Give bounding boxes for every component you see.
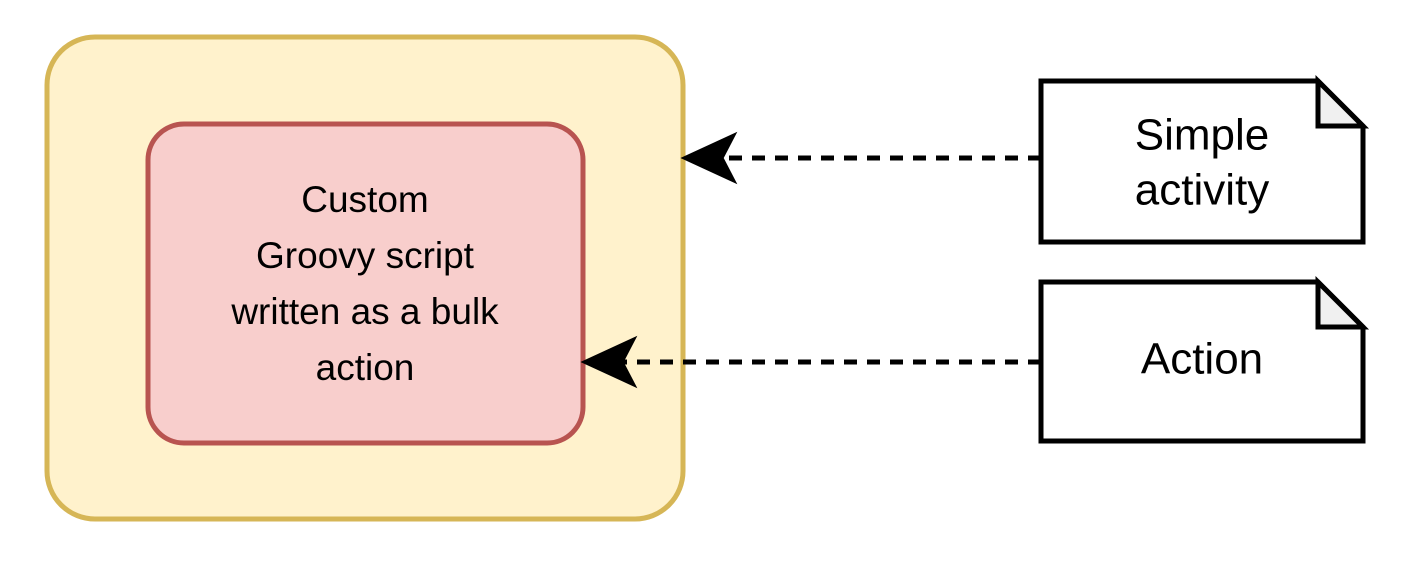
action-note-body bbox=[1038, 279, 1366, 444]
script-node-line-2: Groovy script bbox=[256, 235, 475, 276]
action-connector[interactable] bbox=[580, 335, 1041, 389]
action-connector-arrowhead-icon bbox=[580, 335, 638, 389]
simple-activity-connector-arrowhead-icon bbox=[680, 131, 738, 185]
script-node-line-1: Custom bbox=[301, 179, 428, 220]
action-note-fold-icon bbox=[1315, 275, 1370, 330]
simple-activity-note-body bbox=[1038, 78, 1366, 245]
simple-activity-connector[interactable] bbox=[680, 131, 1041, 185]
custom-groovy-script-node[interactable] bbox=[145, 121, 586, 446]
action-note[interactable]: Action bbox=[1038, 275, 1370, 444]
script-node-line-4: action bbox=[316, 347, 415, 388]
action-note-line-1: Action bbox=[1141, 335, 1263, 384]
simple-activity-note-line-1: Simple bbox=[1135, 111, 1270, 160]
simple-activity-note[interactable]: Simple activity bbox=[1038, 74, 1370, 245]
simple-activity-note-fold-icon bbox=[1315, 74, 1370, 129]
simple-activity-note-line-2: activity bbox=[1135, 166, 1269, 215]
script-node-line-3: written as a bulk bbox=[230, 291, 499, 332]
